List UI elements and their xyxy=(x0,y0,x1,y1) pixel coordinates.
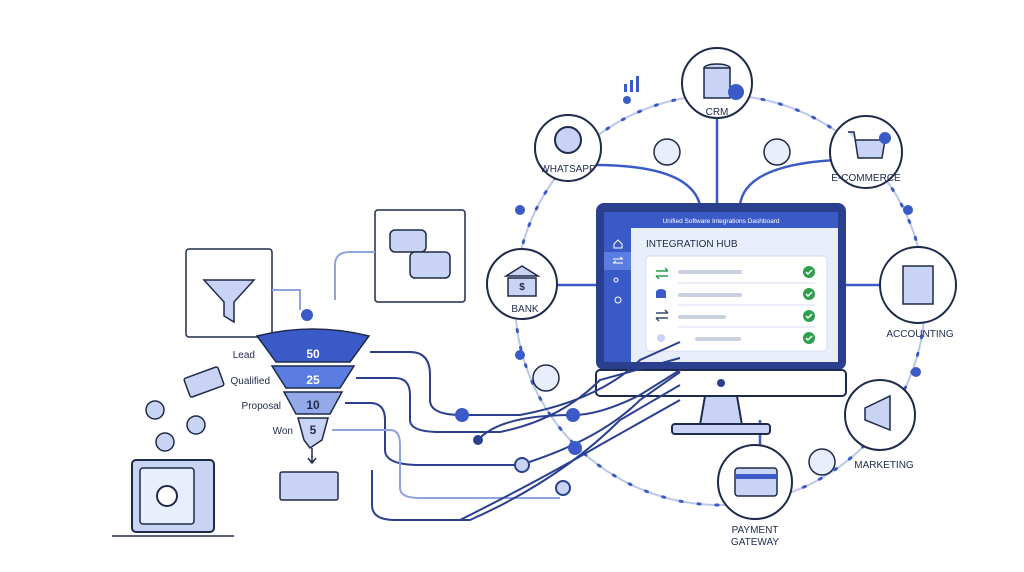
monitor xyxy=(595,203,847,435)
node-marketing[interactable]: MARKETING xyxy=(844,379,916,471)
funnel-stage-value: 50 xyxy=(306,347,320,361)
home-icon[interactable] xyxy=(613,239,623,249)
filter-card xyxy=(185,248,273,338)
funnel-stage-label: Lead xyxy=(233,350,255,361)
data-flow-wires xyxy=(332,341,681,521)
gear-icon xyxy=(657,334,665,342)
safe-icon xyxy=(112,459,234,537)
funnel-stage-label: Qualified xyxy=(231,376,270,387)
funnel-stage-value: 10 xyxy=(306,398,320,412)
credit-card-icon xyxy=(734,467,778,497)
accounting-label: ACCOUNTING xyxy=(886,329,953,340)
money-icons xyxy=(145,366,339,501)
bar-chart-icon xyxy=(624,76,639,92)
chat-phone-icon xyxy=(554,126,582,154)
node-whatsapp[interactable]: WHATSAPP xyxy=(534,114,602,182)
arrow-down-icon xyxy=(307,448,317,465)
crm-label: CRM xyxy=(706,107,729,118)
funnel-stage-label: Proposal xyxy=(242,401,281,412)
gear-icon[interactable] xyxy=(614,296,622,304)
megaphone-icon xyxy=(864,394,891,432)
connector-ecommerce xyxy=(738,158,837,206)
connector-whatsapp xyxy=(594,163,702,206)
node-payment-gateway[interactable]: PAYMENT GATEWAY xyxy=(717,444,793,548)
user-avatar-icon xyxy=(763,138,791,166)
dashboard-sidebar xyxy=(612,239,624,304)
node-accounting[interactable]: ACCOUNTING xyxy=(879,246,957,340)
coin-icon xyxy=(186,415,206,435)
funnel-stage-value: 5 xyxy=(310,423,317,437)
user-avatar-icon xyxy=(532,364,560,392)
banknote-icon xyxy=(183,366,225,398)
payment-label-2: GATEWAY xyxy=(731,537,779,548)
dashboard-rows xyxy=(655,266,815,344)
flow-nodes xyxy=(301,96,921,496)
node-bank[interactable]: $ BANK xyxy=(486,248,558,320)
ledger-icon xyxy=(902,265,934,305)
integration-row[interactable] xyxy=(655,266,815,284)
funnel-icon xyxy=(202,279,256,324)
node-ecommerce[interactable]: E-COMMERCE xyxy=(829,115,903,189)
transfer-icon xyxy=(655,309,669,322)
payment-label-1: PAYMENT xyxy=(732,525,779,536)
dashboard-title: Unified Software Integrations Dashboard xyxy=(662,218,779,225)
card-connectors xyxy=(272,251,375,310)
svg-text:$: $ xyxy=(519,282,525,293)
whatsapp-label: WHATSAPP xyxy=(540,164,596,175)
users-icon[interactable] xyxy=(613,277,619,283)
integration-row[interactable] xyxy=(655,309,815,328)
dollar-icon xyxy=(728,84,744,100)
sync-arrows-icon xyxy=(655,267,669,280)
coin-icon xyxy=(145,400,165,420)
funnel-stage-label: Won xyxy=(273,426,293,437)
coin-icon xyxy=(155,432,175,452)
user-avatar-icon xyxy=(808,448,836,476)
dashboard-heading: INTEGRATION HUB xyxy=(646,239,738,250)
funnel-stage-value: 25 xyxy=(306,373,320,387)
bank-icon xyxy=(503,265,541,297)
bank-label: BANK xyxy=(511,304,539,315)
chat-bubbles-icon xyxy=(389,229,427,253)
marketing-label: MARKETING xyxy=(854,460,914,471)
sales-funnel xyxy=(255,328,371,450)
transfer-icon[interactable] xyxy=(612,256,624,264)
user-avatar-icon xyxy=(653,138,681,166)
node-crm[interactable]: CRM xyxy=(681,47,753,119)
ecommerce-label: E-COMMERCE xyxy=(831,173,901,184)
integration-row[interactable] xyxy=(657,332,815,344)
cash-stack-icon xyxy=(279,471,339,501)
chat-card xyxy=(374,209,466,303)
dollar-icon xyxy=(879,132,891,144)
integration-row[interactable] xyxy=(656,288,815,306)
